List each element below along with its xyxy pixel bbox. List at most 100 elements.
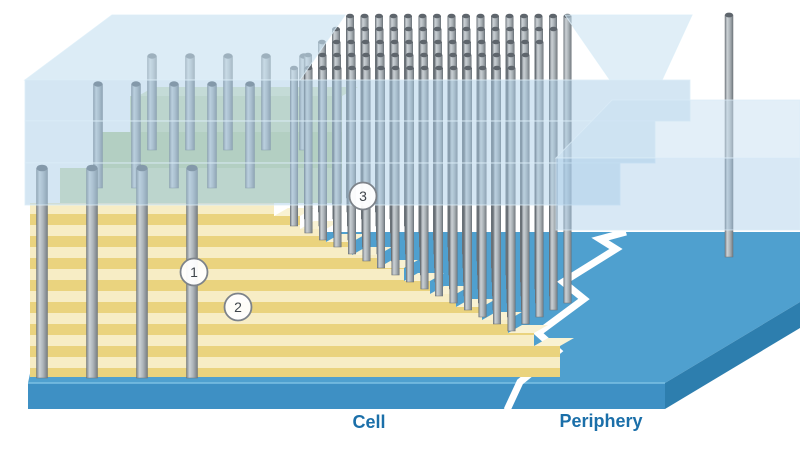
base-right-face [665, 302, 800, 409]
pillar-cap [346, 26, 355, 32]
pillar-cap [347, 52, 356, 58]
pillar-cap [404, 13, 412, 19]
translucent-slabs [23, 14, 800, 231]
pillar-cap [389, 13, 398, 19]
pillar-cap [492, 52, 501, 58]
pillar-cap [449, 65, 458, 71]
periphery-slab-top-face [554, 99, 800, 159]
pillar-cap [348, 65, 356, 71]
pillar-cap [447, 13, 456, 19]
callout-2-number: 2 [234, 299, 242, 315]
pillar-cap [725, 12, 733, 18]
callout-1-number: 1 [190, 264, 198, 280]
pillar-cap [420, 65, 429, 71]
pillar-cap [462, 26, 471, 32]
pillar-cap [361, 26, 369, 32]
staircase-step [534, 338, 574, 346]
pillar-cap [549, 13, 557, 19]
pillar-cap [506, 39, 515, 45]
pillar-cap [520, 13, 528, 19]
callout-3-circle [348, 181, 378, 211]
pillar-cap [376, 39, 384, 45]
pillar-cap [534, 13, 543, 19]
pillar-cap [448, 26, 456, 32]
pillar-cap [505, 13, 514, 19]
pillar-cap [434, 52, 443, 58]
pillar-cap [362, 52, 370, 58]
pillar-cap [376, 52, 385, 58]
callout-2: 2 [223, 292, 253, 322]
pillar-cap [405, 39, 413, 45]
pillar-cap [449, 52, 457, 58]
base-front-face [28, 383, 665, 409]
pillar-cap [418, 13, 427, 19]
pillar-cap [319, 65, 327, 71]
staircase-step [508, 325, 548, 333]
stack-layer-stripe [30, 346, 560, 358]
pillar-cap [434, 39, 442, 45]
pillar-cap [419, 26, 427, 32]
pillar-cap [391, 65, 400, 71]
pillar-cap [333, 65, 342, 71]
pillar-cap [478, 52, 486, 58]
slab-band-1 [24, 79, 691, 122]
pillar-cap [333, 52, 341, 58]
stack-layer-stripe [30, 258, 560, 270]
pillar-cap [507, 65, 516, 71]
pillar-cap [521, 52, 530, 58]
pillar-cap [476, 13, 485, 19]
pillar-cap [477, 26, 485, 32]
pillar-cap [463, 39, 471, 45]
pillar-cap [433, 26, 442, 32]
pillar-cap [491, 26, 500, 32]
pillar-cap [535, 26, 543, 32]
pillar-cap [375, 26, 384, 32]
pillar-cap [477, 39, 486, 45]
pillar-cap [462, 13, 470, 19]
pillar-cap [347, 39, 355, 45]
stack-layer-stripe [30, 302, 560, 314]
pillar-cap [493, 65, 501, 71]
pillar-cap [506, 26, 514, 32]
pillar-cap [420, 52, 428, 58]
periphery-region-label: Periphery [559, 411, 642, 431]
periphery-slab-front-face [555, 157, 800, 231]
stack-layer-stripe [30, 247, 560, 259]
pillar-cap [332, 39, 341, 45]
pillar-cap [377, 65, 385, 71]
pillar-cap [390, 26, 398, 32]
pillar-cap [478, 65, 487, 71]
stack-layer-stripe [30, 236, 560, 248]
pillar-cap [361, 39, 370, 45]
pillar-cap [520, 26, 529, 32]
pillar-cap [360, 13, 369, 19]
pillar-cap [491, 13, 499, 19]
stack-layer-stripe [30, 357, 560, 369]
pillar-cap [346, 13, 354, 19]
cell-region-label: Cell [352, 412, 385, 432]
pillar-cap [463, 52, 472, 58]
pillar-cap [507, 52, 515, 58]
stack-layer-stripe [30, 280, 560, 292]
pillar-cap [535, 39, 544, 45]
pillar-cap [435, 65, 443, 71]
pillar-cap [404, 26, 413, 32]
slab-band-2 [24, 120, 656, 164]
pillar-cap [464, 65, 472, 71]
slab-band-3 [24, 162, 621, 206]
stack-layer-stripe [30, 313, 560, 325]
stack-layer-stripe [30, 335, 560, 347]
pillar-cap [433, 13, 441, 19]
pillar-cap [448, 39, 457, 45]
stack-layer-stripe [30, 324, 560, 336]
pillar-cap [362, 65, 371, 71]
pillar-cap [419, 39, 428, 45]
callout-3: 3 [348, 181, 378, 211]
pillar-cap [492, 39, 500, 45]
stack-layer-stripe [30, 225, 560, 237]
stack-layer-stripe [30, 368, 560, 377]
pillar-cap [406, 65, 414, 71]
pillar-cap [390, 39, 399, 45]
pillar-cap [318, 52, 327, 58]
